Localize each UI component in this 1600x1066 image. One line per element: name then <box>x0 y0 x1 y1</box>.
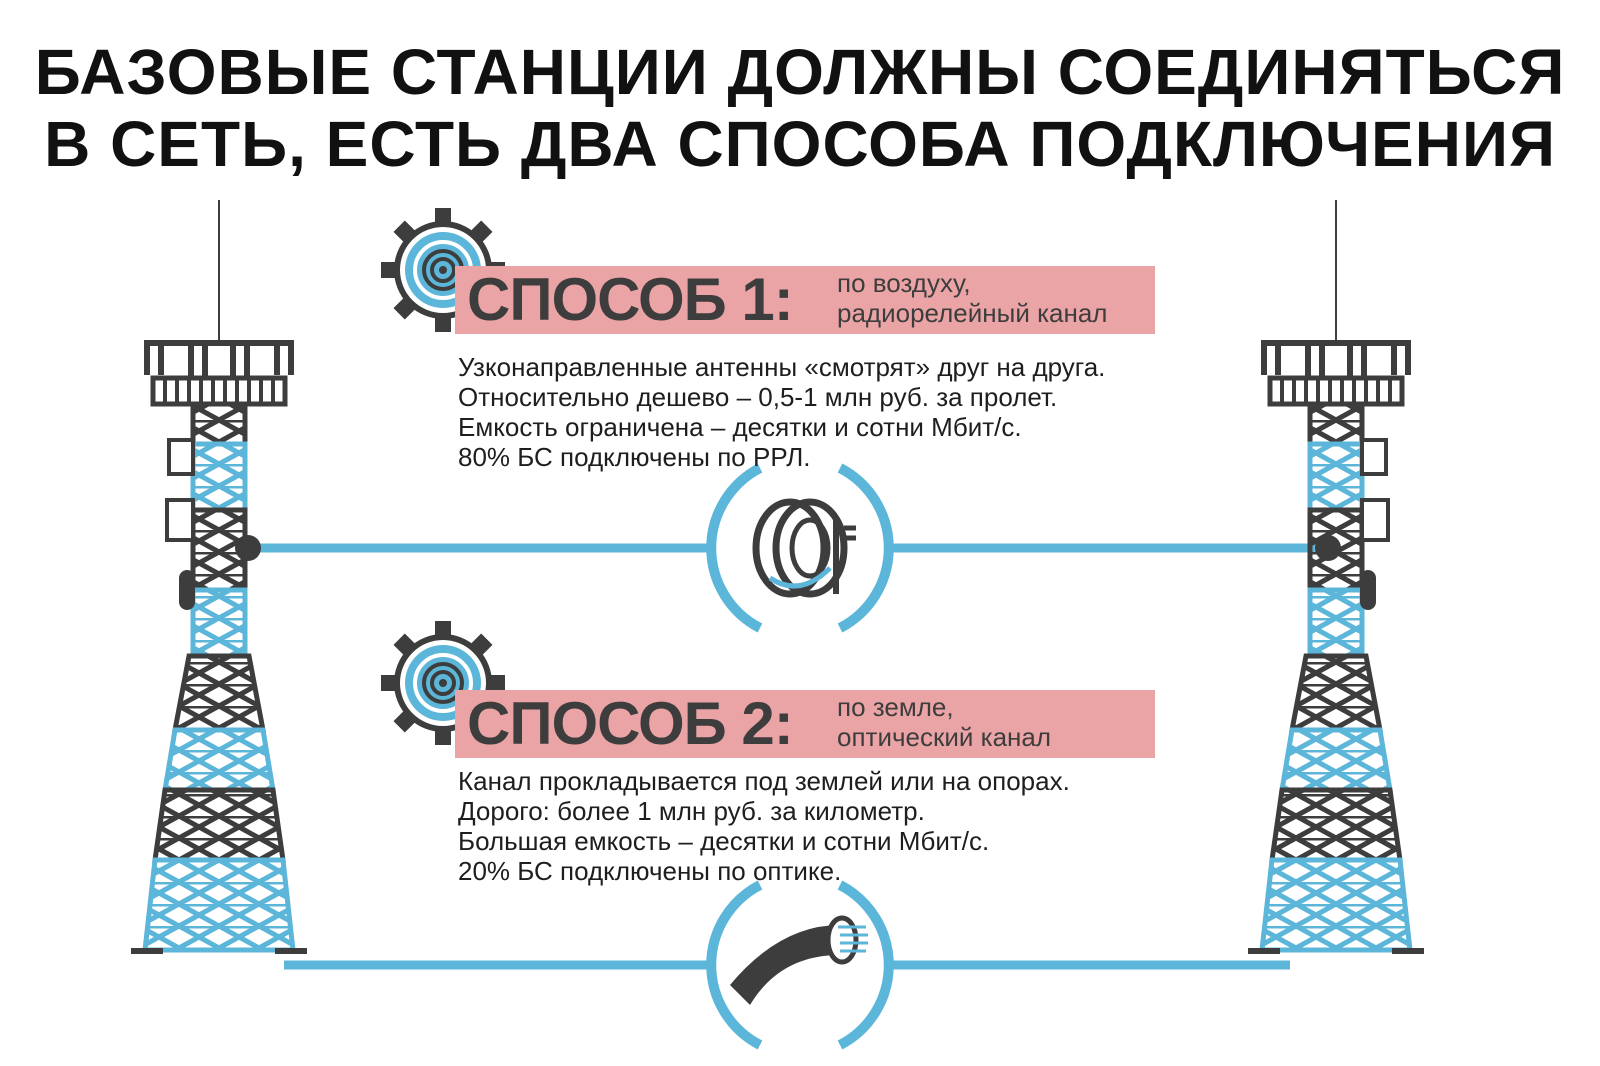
method-2-subtitle-line-1: по земле, <box>837 692 954 722</box>
description-line: Дорого: более 1 млн руб. за километр. <box>458 796 925 826</box>
method-2-subtitle: по земле, оптический канал <box>837 692 1051 752</box>
tower-left-icon <box>131 200 307 954</box>
method-2-description: Канал прокладывается под землей или на о… <box>458 766 1070 886</box>
method-1-label-box: СПОСОБ 1: по воздуху, радиорелейный кана… <box>455 266 1155 334</box>
cable-reel-icon <box>706 463 894 633</box>
antenna-dish-right-icon <box>1315 535 1341 561</box>
method-1-subtitle: по воздуху, радиорелейный канал <box>837 268 1107 328</box>
description-line: Канал прокладывается под землей или на о… <box>458 766 1070 796</box>
description-line: Большая емкость – десятки и сотни Мбит/с… <box>458 826 990 856</box>
method-2-label-box: СПОСОБ 2: по земле, оптический канал <box>455 690 1155 758</box>
method-1-description: Узконаправленные антенны «смотрят» друг … <box>458 352 1105 472</box>
fiber-optic-cable-icon <box>706 880 894 1050</box>
method-1-subtitle-line-2: радиорелейный канал <box>837 298 1108 328</box>
description-line: 80% БС подключены по РРЛ. <box>458 442 811 472</box>
method-2-subtitle-line-2: оптический канал <box>837 722 1052 752</box>
title-line-1: БАЗОВЫЕ СТАНЦИИ ДОЛЖНЫ СОЕДИНЯТЬСЯ <box>34 36 1566 108</box>
title-line-2: В СЕТЬ, ЕСТЬ ДВА СПОСОБА ПОДКЛЮЧЕНИЯ <box>44 108 1556 180</box>
description-line: Узконаправленные антенны «смотрят» друг … <box>458 352 1106 382</box>
method-1-label: СПОСОБ 1: <box>467 266 794 333</box>
method-2-label: СПОСОБ 2: <box>467 690 794 757</box>
page-title: БАЗОВЫЕ СТАНЦИИ ДОЛЖНЫ СОЕДИНЯТЬСЯ В СЕТ… <box>0 36 1600 180</box>
tower-right-icon <box>1248 200 1424 954</box>
description-line: Емкость ограничена – десятки и сотни Мби… <box>458 412 1022 442</box>
description-line: 20% БС подключены по оптике. <box>458 856 842 886</box>
antenna-dish-left-icon <box>235 535 261 561</box>
description-line: Относительно дешево – 0,5-1 млн руб. за … <box>458 382 1058 412</box>
method-1-subtitle-line-1: по воздуху, <box>837 268 971 298</box>
